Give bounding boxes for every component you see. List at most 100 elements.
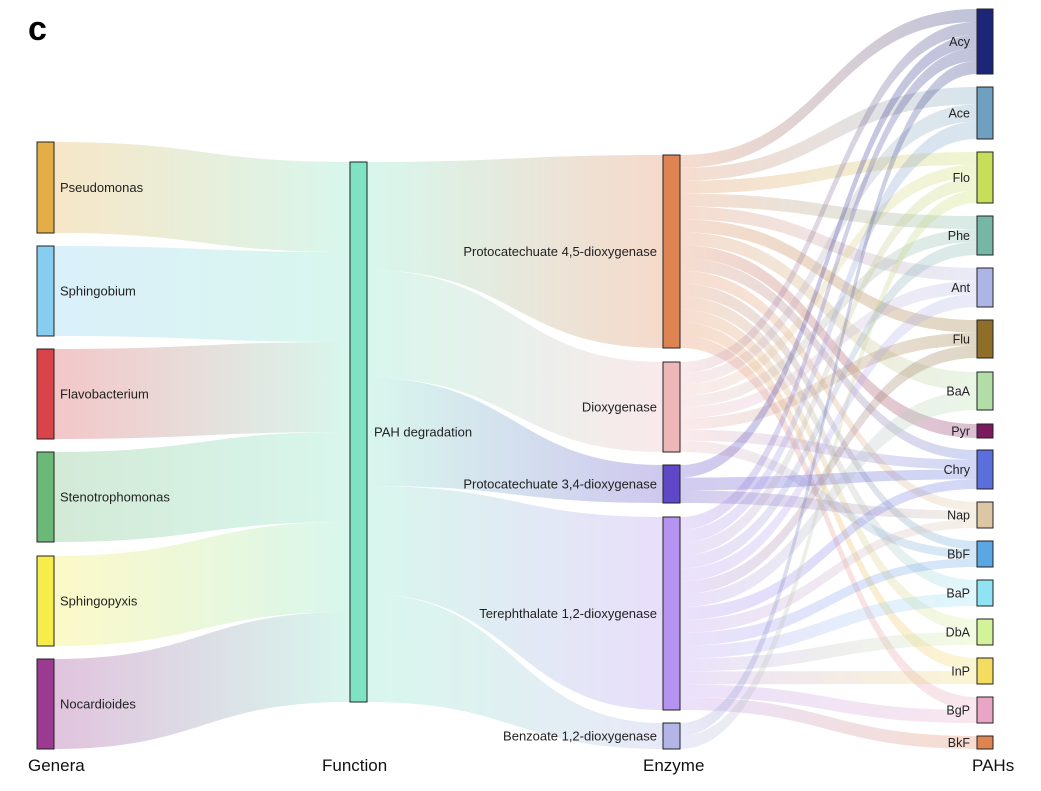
link-pah-degradation-to-dioxygenase bbox=[367, 270, 663, 452]
label-baa: BaA bbox=[946, 384, 970, 398]
node-bap bbox=[976, 579, 994, 607]
links-layer bbox=[54, 9, 977, 749]
node-bbf bbox=[976, 540, 994, 568]
label-phe: Phe bbox=[948, 229, 970, 243]
node-acy bbox=[976, 8, 994, 75]
label-bbf: BbF bbox=[947, 547, 970, 561]
link-protocatechuate-3-4-dioxygenase-to-acy bbox=[680, 35, 977, 478]
node-sphingopyxis bbox=[36, 555, 55, 647]
link-protocatechuate-4-5-dioxygenase-to-pyr bbox=[680, 245, 977, 438]
link-terephthalate-1-2-dioxygenase-to-chry bbox=[680, 479, 977, 620]
label-acy: Acy bbox=[949, 35, 971, 49]
label-ant: Ant bbox=[951, 281, 970, 295]
node-chry bbox=[976, 449, 994, 490]
label-flo: Flo bbox=[953, 171, 970, 185]
node-protocatechuate-3-4-dioxygenase bbox=[662, 464, 681, 504]
node-pyr bbox=[976, 423, 994, 439]
node-ant bbox=[976, 267, 994, 308]
link-sphingobium-to-pah-degradation bbox=[54, 246, 350, 342]
link-terephthalate-1-2-dioxygenase-to-nap bbox=[680, 519, 977, 633]
link-protocatechuate-4-5-dioxygenase-to-chry bbox=[680, 257, 977, 460]
node-nocardioides bbox=[36, 658, 55, 750]
node-nap bbox=[976, 501, 994, 529]
node-stenotrophomonas bbox=[36, 451, 55, 543]
node-phe bbox=[976, 215, 994, 256]
label-dba: DbA bbox=[946, 625, 971, 639]
label-chry: Chry bbox=[944, 463, 971, 477]
link-terephthalate-1-2-dioxygenase-to-bap bbox=[680, 593, 977, 659]
column-title-enzyme: Enzyme bbox=[643, 756, 705, 775]
link-dioxygenase-to-acy bbox=[680, 22, 977, 374]
label-bgp: BgP bbox=[946, 703, 970, 717]
link-pseudomonas-to-pah-degradation bbox=[54, 142, 350, 252]
label-flu: Flu bbox=[953, 332, 970, 346]
link-terephthalate-1-2-dioxygenase-to-inp bbox=[680, 671, 977, 685]
link-protocatechuate-4-5-dioxygenase-to-flo bbox=[680, 152, 977, 194]
node-flu bbox=[976, 319, 994, 359]
link-terephthalate-1-2-dioxygenase-to-acy bbox=[680, 48, 977, 530]
link-flavobacterium-to-pah-degradation bbox=[54, 342, 350, 439]
labels-layer: PseudomonasSphingobiumFlavobacteriumSten… bbox=[60, 35, 971, 750]
label-inp: InP bbox=[951, 664, 970, 678]
link-protocatechuate-4-5-dioxygenase-to-bgp bbox=[680, 335, 977, 710]
link-pah-degradation-to-terephthalate-1-2-dioxygenase bbox=[367, 486, 663, 710]
node-pah-degradation bbox=[349, 161, 368, 703]
link-dioxygenase-to-flo bbox=[680, 164, 977, 396]
node-baa bbox=[976, 371, 994, 411]
link-terephthalate-1-2-dioxygenase-to-flo bbox=[680, 177, 977, 556]
link-sphingopyxis-to-pah-degradation bbox=[54, 522, 350, 646]
label-pyr: Pyr bbox=[951, 424, 970, 438]
label-protocatechuate-4-5-dioxygenase: Protocatechuate 4,5-dioxygenase bbox=[463, 244, 657, 259]
link-nocardioides-to-pah-degradation bbox=[54, 612, 350, 749]
label-nocardioides: Nocardioides bbox=[60, 696, 136, 711]
label-sphingopyxis: Sphingopyxis bbox=[60, 593, 138, 608]
label-ace: Ace bbox=[948, 106, 970, 120]
label-stenotrophomonas: Stenotrophomonas bbox=[60, 489, 170, 504]
link-protocatechuate-4-5-dioxygenase-to-acy bbox=[680, 9, 977, 168]
link-protocatechuate-4-5-dioxygenase-to-nap bbox=[680, 270, 977, 511]
node-flo bbox=[976, 151, 994, 204]
link-protocatechuate-3-4-dioxygenase-to-chry bbox=[680, 469, 977, 491]
link-stenotrophomonas-to-pah-degradation bbox=[54, 432, 350, 542]
link-protocatechuate-4-5-dioxygenase-to-bbf bbox=[680, 283, 977, 550]
label-sphingobium: Sphingobium bbox=[60, 283, 136, 298]
label-terephthalate-1-2-dioxygenase: Terephthalate 1,2-dioxygenase bbox=[479, 606, 657, 621]
column-title-function: Function bbox=[322, 756, 388, 775]
link-terephthalate-1-2-dioxygenase-to-phe bbox=[680, 242, 977, 569]
label-protocatechuate-3-4-dioxygenase: Protocatechuate 3,4-dioxygenase bbox=[463, 476, 657, 491]
node-terephthalate-1-2-dioxygenase bbox=[662, 516, 681, 711]
link-dioxygenase-to-flu bbox=[680, 332, 977, 430]
label-flavobacterium: Flavobacterium bbox=[60, 386, 149, 401]
link-pah-degradation-to-protocatechuate-3-4-dioxygenase bbox=[367, 378, 663, 503]
link-terephthalate-1-2-dioxygenase-to-bgp bbox=[680, 684, 977, 723]
label-pseudomonas: Pseudomonas bbox=[60, 180, 144, 195]
link-dioxygenase-to-ace bbox=[680, 104, 977, 385]
link-dioxygenase-to-phe bbox=[680, 229, 977, 407]
label-pah-degradation: PAH degradation bbox=[374, 424, 472, 439]
label-benzoate-1-2-dioxygenase: Benzoate 1,2-dioxygenase bbox=[503, 728, 657, 743]
node-protocatechuate-4-5-dioxygenase bbox=[662, 154, 681, 349]
column-title-genera: Genera bbox=[28, 756, 85, 775]
node-benzoate-1-2-dioxygenase bbox=[662, 722, 681, 750]
node-bkf bbox=[976, 735, 994, 750]
column-title-pahs: PAHs bbox=[972, 756, 1015, 775]
link-benzoate-1-2-dioxygenase-to-acy bbox=[680, 61, 977, 736]
label-dioxygenase: Dioxygenase bbox=[582, 399, 657, 414]
node-dioxygenase bbox=[662, 361, 681, 453]
link-dioxygenase-to-ant bbox=[680, 281, 977, 419]
nodes-layer bbox=[36, 8, 994, 750]
link-terephthalate-1-2-dioxygenase-to-ant bbox=[680, 294, 977, 582]
node-flavobacterium bbox=[36, 348, 55, 440]
link-terephthalate-1-2-dioxygenase-to-baa bbox=[680, 391, 977, 608]
link-terephthalate-1-2-dioxygenase-to-bbf bbox=[680, 558, 977, 646]
node-dba bbox=[976, 618, 994, 646]
label-bkf: BkF bbox=[948, 736, 971, 750]
link-pah-degradation-to-benzoate-1-2-dioxygenase bbox=[367, 594, 663, 749]
node-inp bbox=[976, 657, 994, 685]
label-bap: BaP bbox=[946, 586, 970, 600]
panel-letter: c bbox=[28, 10, 47, 48]
link-pah-degradation-to-protocatechuate-4-5-dioxygenase bbox=[367, 155, 663, 348]
link-benzoate-1-2-dioxygenase-to-flo bbox=[680, 190, 977, 749]
node-sphingobium bbox=[36, 245, 55, 337]
node-bgp bbox=[976, 696, 994, 724]
